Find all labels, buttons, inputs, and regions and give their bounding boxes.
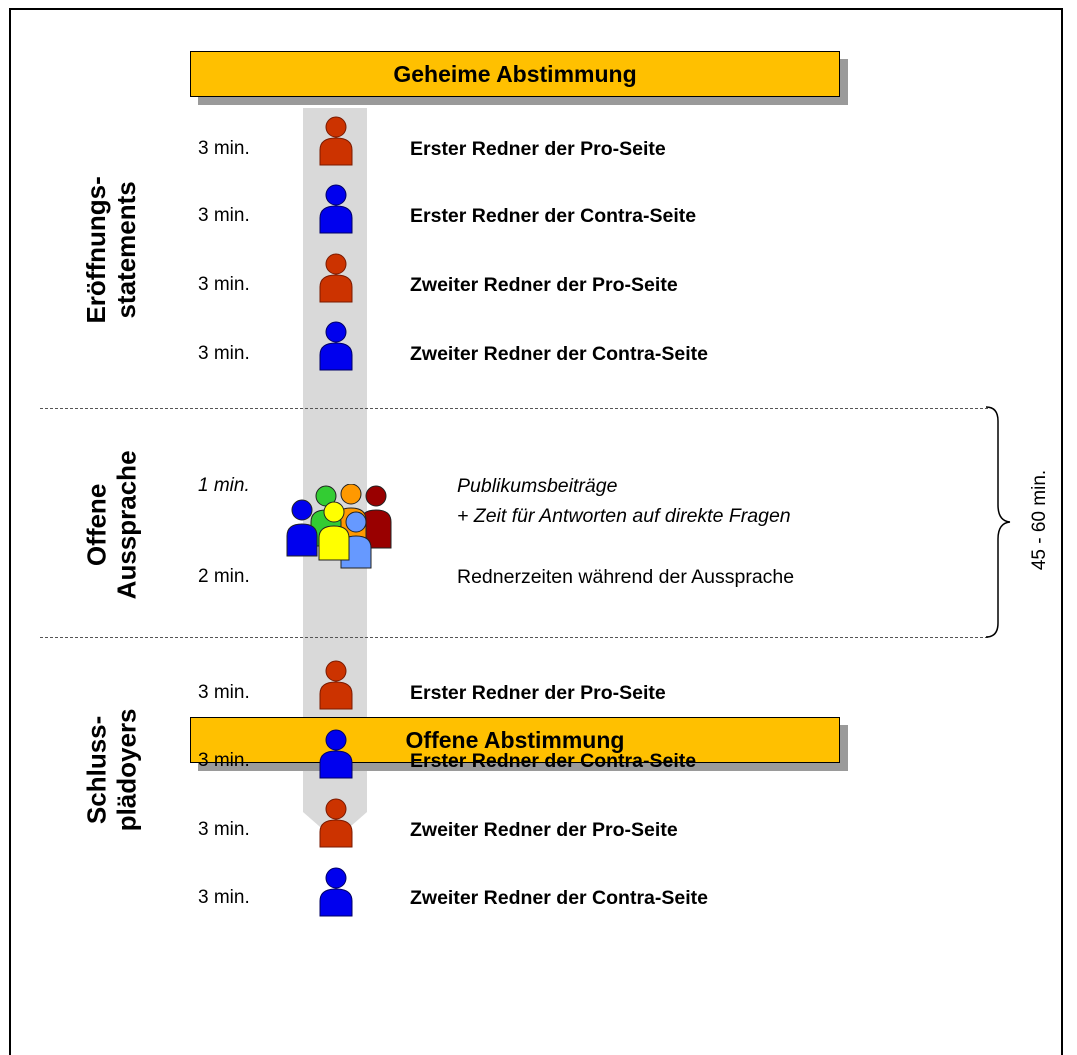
opening-speaker-2: Erster Redner der Contra-Seite (410, 205, 697, 227)
opening-speaker-3: Zweiter Redner der Pro-Seite (410, 274, 678, 296)
open-vote-banner: Offene Abstimmung (190, 717, 840, 763)
speaker-contra-icon (319, 321, 353, 371)
speaker-pro-icon (319, 798, 353, 848)
audience-time: 1 min. (198, 475, 250, 496)
section-closing-pleas: Schluss-plädoyers (81, 708, 142, 832)
secret-vote-banner: Geheime Abstimmung (190, 51, 840, 97)
answer-time-note: + Zeit für Antworten auf direkte Fragen (457, 505, 791, 527)
speaker-time: 2 min. (198, 566, 250, 587)
closing-time-4: 3 min. (198, 887, 250, 908)
closing-time-1: 3 min. (198, 682, 250, 703)
diagram-frame (9, 8, 1063, 1055)
speaker-time-text: Rednerzeiten während der Aussprache (457, 566, 795, 588)
opening-time-2: 3 min. (198, 205, 250, 226)
range-brace (985, 406, 1011, 638)
closing-time-3: 3 min. (198, 819, 250, 840)
opening-speaker-1: Erster Redner der Pro-Seite (410, 138, 666, 160)
opening-speaker-4: Zweiter Redner der Contra-Seite (410, 343, 708, 365)
speaker-pro-icon (319, 660, 353, 710)
section-divider-bottom (40, 637, 988, 638)
section-opening-statements: Eröffnungs-statements (81, 176, 141, 324)
audience-group-icon (286, 484, 392, 569)
total-duration-label: 45 - 60 min. (1029, 469, 1051, 571)
closing-speaker-2: Erster Redner der Contra-Seite (410, 750, 697, 772)
speaker-contra-icon (319, 729, 353, 779)
speaker-contra-icon (319, 184, 353, 234)
closing-speaker-3: Zweiter Redner der Pro-Seite (410, 819, 678, 841)
closing-time-2: 3 min. (198, 750, 250, 771)
speaker-pro-icon (319, 253, 353, 303)
section-divider-top (40, 408, 988, 409)
closing-speaker-4: Zweiter Redner der Contra-Seite (410, 887, 708, 909)
opening-time-1: 3 min. (198, 138, 250, 159)
closing-speaker-1: Erster Redner der Pro-Seite (410, 682, 666, 704)
opening-time-3: 3 min. (198, 274, 250, 295)
audience-contributions: Publikumsbeiträge (457, 475, 618, 497)
speaker-contra-icon (319, 867, 353, 917)
speaker-pro-icon (319, 116, 353, 166)
opening-time-4: 3 min. (198, 343, 250, 364)
